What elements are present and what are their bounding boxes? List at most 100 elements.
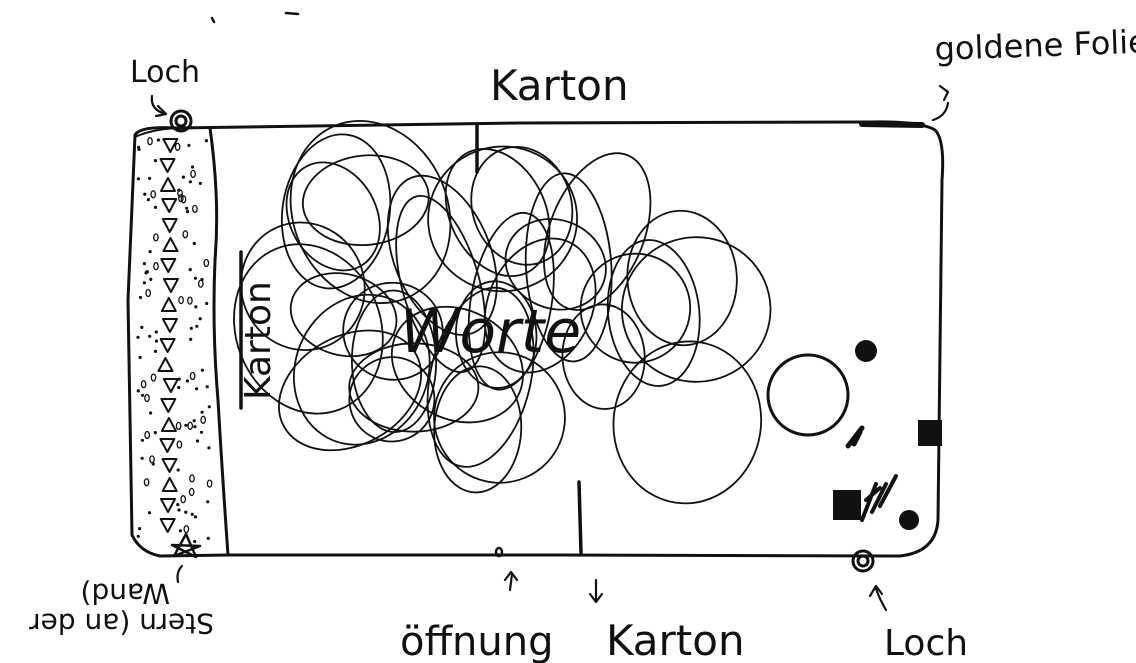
strip-dot	[201, 369, 204, 372]
label-karton-bottom: Karton	[606, 616, 745, 663]
center-word: Worte	[400, 297, 581, 367]
strip-dot	[148, 511, 151, 514]
label-karton-top: Karton	[490, 61, 629, 110]
large-circle-icon	[768, 355, 848, 435]
strip-dot	[193, 425, 196, 428]
triangle-icon	[163, 238, 177, 251]
strip-dot	[187, 144, 190, 147]
dot-icon	[855, 340, 877, 362]
strip-dot	[177, 189, 180, 192]
square-icon	[833, 490, 861, 520]
triangle-icon	[162, 298, 176, 311]
triangle-icon	[161, 519, 175, 532]
strip-dot	[137, 535, 140, 538]
strip-dot	[139, 296, 142, 299]
triangle-icon	[160, 439, 174, 452]
scribble-loop	[299, 149, 434, 251]
square-icon	[918, 420, 942, 446]
label-loch-top: Loch	[130, 55, 200, 90]
strip-dot	[145, 395, 149, 402]
strip-dot	[193, 205, 197, 212]
strip-dot	[149, 250, 152, 253]
strip-dot	[188, 422, 192, 429]
strip-dot	[178, 378, 181, 381]
strip-dot	[185, 207, 188, 210]
strip-dot	[189, 338, 192, 341]
strip-dot	[177, 386, 180, 389]
strip-dot	[199, 317, 202, 320]
svg-text:Stern (an der: Stern (an der	[29, 607, 214, 640]
strip-dot	[195, 387, 198, 390]
strip-dot	[143, 281, 146, 284]
strip-dot	[137, 148, 140, 151]
strip-dot	[186, 210, 189, 213]
scribble-loop	[268, 146, 398, 287]
strip-dot	[186, 379, 189, 382]
strip-dot	[194, 305, 197, 308]
triangle-icon	[161, 499, 175, 512]
strip-dot	[206, 500, 209, 503]
scribble-loop	[425, 131, 569, 293]
label-karton-left: Karton	[238, 281, 279, 400]
strip-dot	[190, 373, 194, 380]
strip-dot	[141, 394, 144, 397]
strip-dot	[181, 496, 185, 503]
strip-dot	[204, 260, 208, 267]
triangle-icon	[161, 399, 175, 412]
scribble-mark	[848, 428, 862, 446]
triangle-icon	[163, 319, 177, 332]
scribble-loop	[281, 261, 406, 368]
strip-dot	[189, 268, 192, 271]
stray-marks	[212, 13, 298, 22]
strip-dot	[190, 327, 193, 330]
strip-dot	[182, 176, 185, 179]
strip-dot	[138, 527, 141, 530]
strip-dot	[147, 198, 150, 201]
strip-dot	[137, 177, 140, 180]
strip-dot	[193, 419, 196, 422]
strip-dot	[151, 374, 155, 381]
strip-dot	[157, 138, 160, 141]
strip-dot	[155, 340, 158, 343]
triangle-icon	[163, 478, 177, 491]
strip-dot	[176, 422, 180, 429]
triangle-icon	[161, 259, 175, 272]
strip-dot	[137, 389, 140, 392]
triangle-icon	[161, 178, 175, 191]
strip-dot	[143, 262, 146, 265]
dot-icon	[899, 510, 919, 530]
strip-dot	[196, 439, 199, 442]
strip-dot	[199, 182, 202, 185]
strip-dot	[151, 191, 155, 198]
strip-dot	[205, 139, 208, 142]
strip-dot	[154, 263, 158, 270]
strip-dot	[201, 411, 204, 414]
strip-dot	[141, 457, 144, 460]
strip-dot	[193, 242, 196, 245]
strip-dot	[148, 138, 152, 145]
strip-dot	[194, 277, 197, 280]
patterned-strip	[135, 128, 228, 555]
strip-dot	[177, 468, 180, 471]
label-oeffnung: öffnung	[400, 619, 553, 663]
strip-dot	[184, 424, 187, 427]
strip-dot	[145, 432, 149, 439]
strip-dot	[179, 297, 183, 304]
strip-dot	[189, 180, 192, 183]
strip-dot	[146, 270, 149, 273]
strip-dot	[191, 513, 194, 516]
strip-dot	[190, 475, 194, 482]
strip-dot	[154, 206, 157, 209]
strip-dot	[188, 297, 192, 304]
strip-dot	[195, 325, 198, 328]
label-stern: Stern (an der Wand)	[29, 577, 214, 640]
strip-dot	[201, 416, 205, 423]
triangle-icon	[164, 279, 178, 292]
strip-dot	[183, 231, 187, 238]
strip-dot	[146, 290, 150, 297]
strip-dot	[200, 431, 203, 434]
strip-dot	[136, 336, 139, 339]
strip-dot	[184, 526, 188, 533]
strip-dot	[175, 143, 179, 150]
